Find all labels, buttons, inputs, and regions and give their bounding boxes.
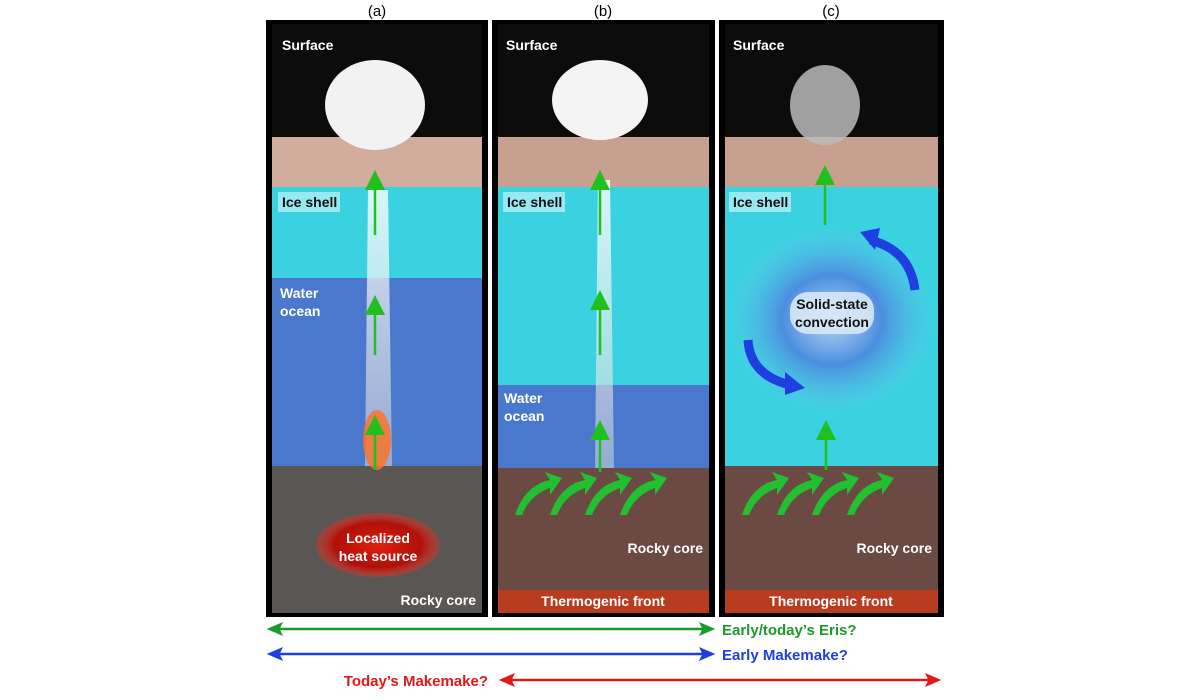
panel-a: Surface Ice shell Water ocean Localized … [266, 20, 488, 617]
convection-label-2: convection [795, 314, 869, 330]
water-label: Water [280, 285, 319, 301]
legend-early-makemake-label: Early Makemake? [722, 647, 848, 664]
heat-source [316, 513, 440, 577]
thermogenic-front-label: Thermogenic front [541, 593, 665, 609]
legend-today-makemake [498, 673, 942, 687]
panel-a-title: (a) [368, 3, 386, 20]
legend-eris [266, 622, 716, 636]
legend-eris-label: Early/today’s Eris? [722, 622, 857, 639]
heat-flux-arrows [742, 472, 894, 515]
panel-b-title: (b) [594, 3, 612, 20]
rocky-core-label: Rocky core [857, 540, 933, 556]
panel-b: Surface Ice shell Water ocean Rocky core… [492, 20, 715, 617]
panel-c-title: (c) [822, 3, 840, 20]
plume-cloud [325, 60, 425, 150]
legend: Early/today’s Eris? Early Makemake? Toda… [266, 622, 942, 690]
ocean-label: ocean [280, 303, 320, 319]
ocean-label: ocean [504, 408, 544, 424]
rocky-core-label: Rocky core [628, 540, 704, 556]
surface-label: Surface [733, 37, 785, 53]
plume [365, 190, 392, 466]
water-label: Water [504, 390, 543, 406]
ice-shell-label: Ice shell [282, 194, 337, 210]
heat-flux-arrows [515, 472, 667, 515]
panel-c: Surface Ice shell Solid-state convection… [719, 20, 944, 617]
rocky-core-label: Rocky core [401, 592, 477, 608]
surface-label: Surface [506, 37, 558, 53]
surface-label: Surface [282, 37, 334, 53]
legend-early-makemake [266, 647, 716, 661]
heat-source-label-2: heat source [339, 548, 418, 564]
convection-label-1: Solid-state [796, 296, 868, 312]
legend-today-makemake-label: Today’s Makemake? [344, 673, 488, 690]
heat-source-label-1: Localized [346, 530, 410, 546]
thermogenic-front-label: Thermogenic front [769, 593, 893, 609]
ice-shell-label: Ice shell [507, 194, 562, 210]
ice-shell-label: Ice shell [733, 194, 788, 210]
